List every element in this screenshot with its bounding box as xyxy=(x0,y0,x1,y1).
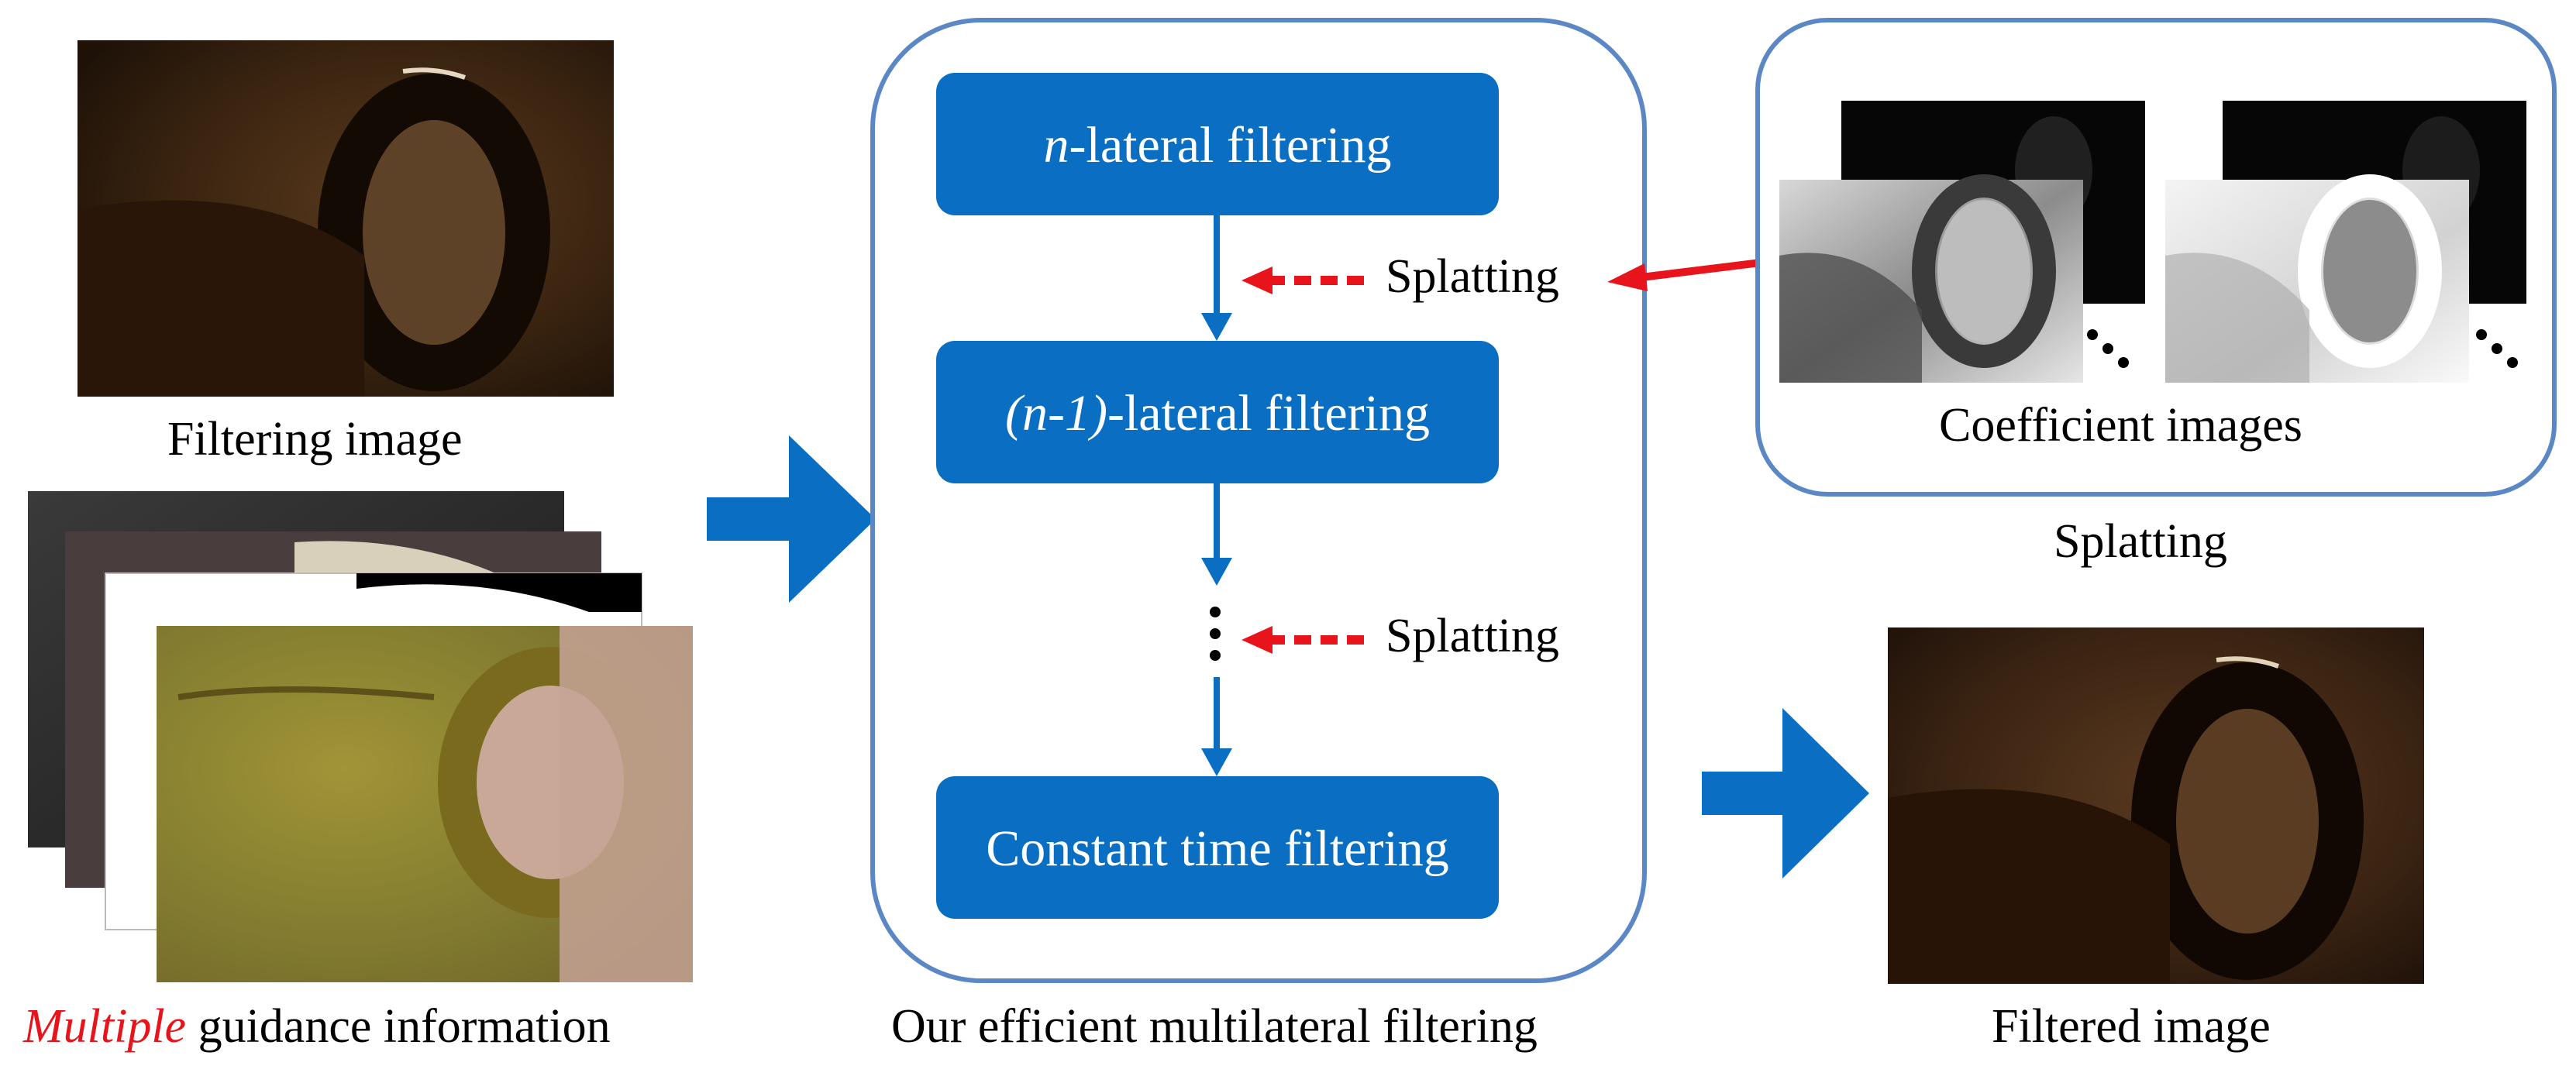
coefficient-image-a xyxy=(1779,101,2145,383)
guidance-emphasis: Multiple xyxy=(23,1000,187,1053)
n1-lateral-rest: -lateral filtering xyxy=(1107,385,1430,442)
n-lateral-rest: -lateral filtering xyxy=(1069,117,1392,174)
flow-arrow-2 xyxy=(1201,483,1232,586)
big-arrow-right xyxy=(1702,708,1869,878)
guidance-caption: Multiple guidance information xyxy=(23,999,611,1054)
main-process-frame xyxy=(870,18,1647,983)
splat-arrow-1 xyxy=(1242,266,1364,294)
constant-time-box xyxy=(936,776,1499,919)
n-lateral-box xyxy=(936,73,1499,215)
filtering-image xyxy=(77,40,614,397)
filtered-image-caption: Filtered image xyxy=(1992,1000,2271,1053)
constant-time-label: Constant time filtering xyxy=(986,820,1449,877)
coefficient-images-caption: Coefficient images xyxy=(1939,399,2302,452)
n1-lateral-var: (n-1) xyxy=(1005,385,1107,442)
main-process-caption: Our efficient multilateral filtering xyxy=(891,1000,1538,1053)
coefficient-image-b xyxy=(2165,101,2526,383)
filtered-image xyxy=(1888,627,2424,984)
n1-lateral-box xyxy=(936,341,1499,483)
n-lateral-var: n xyxy=(1043,117,1069,174)
splatting-group-caption: Splatting xyxy=(2054,515,2227,568)
filtering-image-caption: Filtering image xyxy=(167,413,463,466)
n-lateral-label: n-lateral filtering xyxy=(1044,116,1392,175)
flow-dots xyxy=(1210,607,1221,661)
splatting-label-2: Splatting xyxy=(1386,610,1559,662)
splat-arrow-2 xyxy=(1242,626,1364,654)
flow-arrow-3 xyxy=(1201,677,1232,776)
guidance-caption-rest: guidance information xyxy=(186,1000,611,1053)
guidance-image-stack xyxy=(28,491,693,982)
flow-arrow-1 xyxy=(1201,215,1232,341)
splatting-label-1: Splatting xyxy=(1386,250,1559,303)
n1-lateral-label: (n-1)-lateral filtering xyxy=(1005,384,1430,443)
big-arrow-left xyxy=(707,435,876,603)
